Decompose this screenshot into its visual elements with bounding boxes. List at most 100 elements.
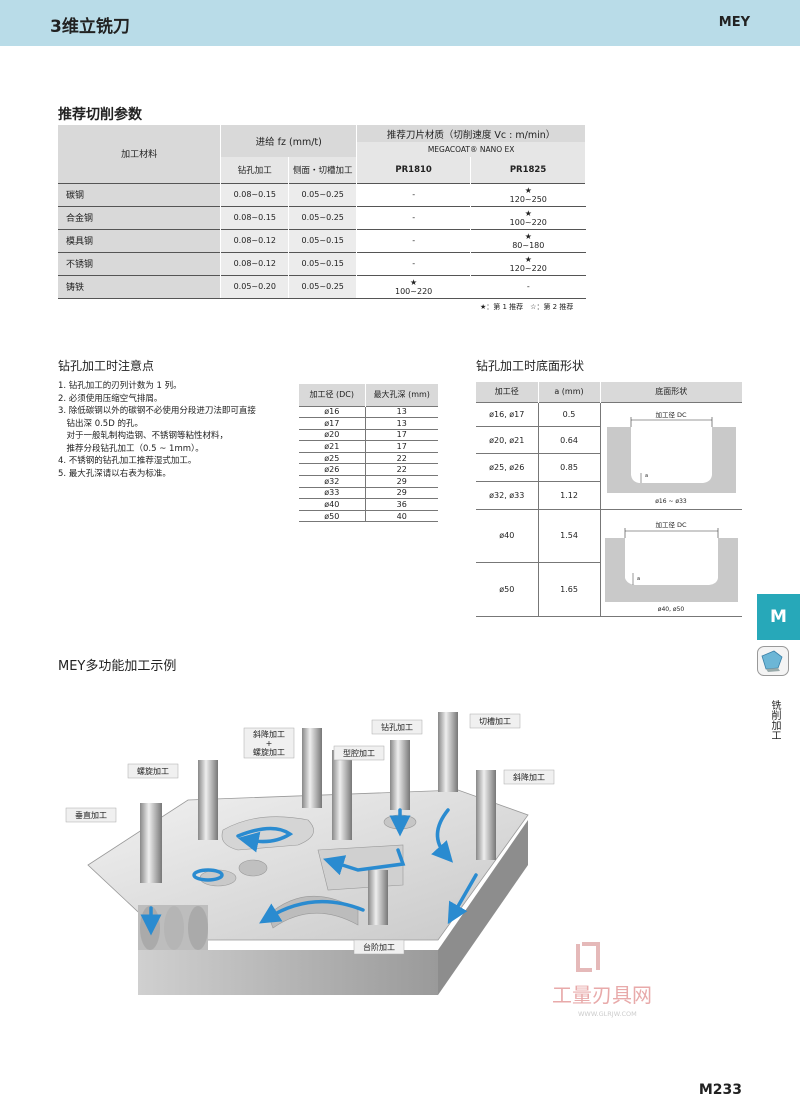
note-line: 1. 钻孔加工的刃列计数为 1 列。: [58, 381, 182, 391]
note-line: 钻出深 0.5D 的孔。: [58, 418, 143, 429]
material-cell: 碳钢: [58, 182, 222, 206]
depth-cell: 17: [365, 440, 438, 453]
col-diameter: 加工径 (DC): [299, 384, 366, 406]
col-pr1810: PR1810: [356, 157, 472, 183]
a-mark: a: [645, 473, 648, 479]
pr1825-value: 100~220: [509, 217, 547, 227]
label-ramp-helical-2: +: [266, 739, 273, 748]
diameter-cell: ø40: [476, 508, 539, 563]
bottom-shape-large-svg: 加工径 DC a ø40, ø50: [604, 520, 738, 613]
star-icon: ★: [524, 208, 532, 218]
material-cell: 模具钢: [58, 228, 222, 252]
star-icon: ★: [410, 277, 418, 287]
depth-cell: 22: [365, 451, 438, 464]
table-row: ø40 1.54 加工径 DC a ø40, ø50: [476, 508, 742, 617]
pr1825-value: 120~220: [509, 263, 547, 273]
star-icon: ★: [524, 231, 532, 241]
side-feed-cell: 0.05~0.25: [288, 182, 358, 206]
diameter-cell: ø17: [299, 417, 366, 430]
material-cell: 不锈钢: [58, 251, 222, 275]
col-a: a (mm): [538, 382, 601, 402]
diameter-cell: ø25: [299, 451, 366, 464]
bottom-shape-table: 加工径 a (mm) 底面形状 ø16, ø17 0.5 加工径 DC a ø1…: [476, 382, 742, 617]
section-tab-label: 铣削加工: [769, 700, 780, 740]
drill-feed-cell: 0.08~0.12: [220, 228, 290, 252]
shape-range-label: ø16 ~ ø33: [655, 498, 687, 505]
pr1825-cell: -: [470, 274, 586, 299]
page-header: 3维立铣刀 MEY: [0, 0, 800, 46]
depth-cell: 17: [365, 428, 438, 441]
label-helical: 螺旋加工: [137, 766, 169, 776]
col-diameter: 加工径: [476, 382, 539, 402]
recommend-legend: ★：第 1 推荐 ☆：第 2 推荐: [480, 303, 574, 311]
side-feed-cell: 0.05~0.15: [288, 251, 358, 275]
diameter-cell: ø40: [299, 498, 366, 511]
watermark-text: 工量刃具网: [552, 983, 652, 1007]
col-feed-side: 侧面・切槽加工: [288, 157, 358, 183]
star-icon: ★: [524, 254, 532, 264]
label-vertical: 垂直加工: [75, 810, 107, 820]
drill-feed-cell: 0.08~0.15: [220, 182, 290, 206]
label-ramping: 斜降加工: [513, 772, 545, 782]
shape-range-label: ø40, ø50: [658, 606, 685, 613]
page-number: M233: [698, 1082, 742, 1098]
a-cell: 1.54: [538, 508, 601, 563]
cutting-params-table: 加工材料 进给 fz (mm/t) 推荐刀片材质（切削速度 Vc : m/min…: [58, 125, 586, 299]
pr1825-cell: ★80~180: [470, 228, 586, 252]
shape-diagram-large: 加工径 DC a ø40, ø50: [600, 508, 742, 617]
table-row: 不锈钢 0.08~0.12 0.05~0.15 - ★120~220: [58, 251, 586, 275]
diameter-cell: ø16: [299, 405, 366, 418]
table-row: ø16, ø17 0.5 加工径 DC a ø16 ~ ø33: [476, 401, 742, 509]
side-feed-cell: 0.05~0.25: [288, 205, 358, 229]
a-cell: 0.85: [538, 453, 601, 482]
pr1810-cell: ★100~220: [356, 274, 472, 299]
side-feed-cell: 0.05~0.25: [288, 274, 358, 299]
depth-cell: 29: [365, 486, 438, 499]
col-max-depth: 最大孔深 (mm): [365, 384, 438, 406]
pr1810-cell: -: [356, 182, 472, 206]
depth-cell: 13: [365, 417, 438, 430]
table-row: 模具钢 0.08~0.12 0.05~0.15 - ★80~180: [58, 228, 586, 252]
label-drilling: 钻孔加工: [381, 722, 413, 732]
note-line: 对于一般轧制构造钢、不锈钢等粘性材料，: [58, 431, 229, 441]
section-title-bottom-shape: 钻孔加工时底面形状: [476, 359, 585, 373]
col-grade: 推荐刀片材质（切削速度 Vc : m/min）: [356, 125, 586, 142]
label-pocket: 型腔加工: [343, 748, 375, 758]
depth-cell: 13: [365, 405, 438, 418]
drilling-notes: 1. 钻孔加工的刃列计数为 1 列。 2. 必须使用压缩空气排屑。 3. 除低碳…: [58, 380, 256, 480]
page-title: 3维立铣刀: [50, 17, 130, 37]
label-ramp-helical-3: 螺旋加工: [253, 747, 285, 757]
diameter-cell: ø16, ø17: [476, 401, 539, 427]
note-line: 2. 必须使用压缩空气排屑。: [58, 393, 163, 404]
a-cell: 1.12: [538, 480, 601, 509]
col-coat: MEGACOAT® NANO EX: [356, 142, 586, 157]
note-line: 推荐分段钻孔加工（0.5 ~ 1mm）。: [58, 443, 204, 454]
section-title-cutting-params: 推荐切削参数: [58, 107, 142, 123]
pr1825-value: 120~250: [509, 194, 547, 204]
col-shape: 底面形状: [600, 382, 742, 402]
note-line: 3. 除低碳钢以外的碳钢不必使用分段进刀法即可直接: [58, 406, 256, 416]
section-title-drilling-notes: 钻孔加工时注意点: [58, 359, 155, 373]
label-ramp-helical-1: 斜降加工: [253, 729, 285, 739]
a-mark: a: [637, 576, 640, 582]
section-tab-m[interactable]: M: [757, 594, 800, 640]
depth-cell: 22: [365, 463, 438, 476]
diameter-cell: ø21: [299, 440, 366, 453]
watermark-url: WWW.GLRJW.COM: [578, 1010, 637, 1018]
col-pr1825: PR1825: [470, 157, 586, 183]
pr1825-cell: ★100~220: [470, 205, 586, 229]
pr1810-cell: -: [356, 228, 472, 252]
depth-cell: 40: [365, 509, 438, 523]
a-cell: 0.5: [538, 401, 601, 427]
drill-feed-cell: 0.05~0.20: [220, 274, 290, 299]
